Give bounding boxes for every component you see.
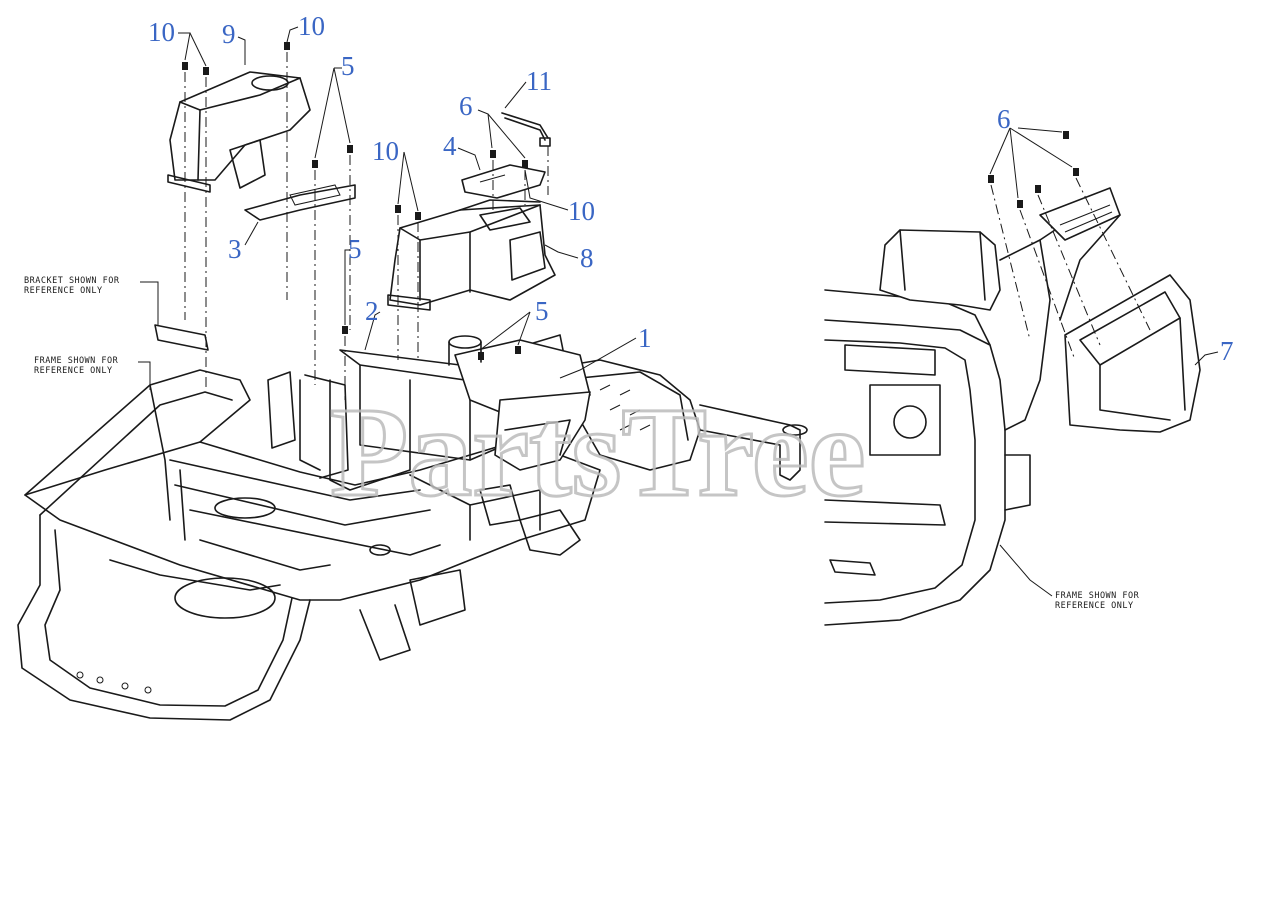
callout-4: 4 <box>443 131 457 161</box>
callout-10-a: 10 <box>148 17 175 47</box>
callout-leaders <box>178 26 1219 379</box>
left-frame <box>17 324 808 721</box>
right-view <box>824 131 1201 626</box>
callout-7: 7 <box>1220 336 1234 366</box>
callout-9: 9 <box>222 19 236 49</box>
part-4-plate <box>461 164 546 199</box>
callout-5-b: 5 <box>348 234 362 264</box>
callout-1: 1 <box>638 323 652 353</box>
callout-6-b: 6 <box>997 104 1011 134</box>
callout-3: 3 <box>228 234 242 264</box>
callout-8: 8 <box>580 243 594 273</box>
hardware <box>182 42 528 360</box>
frame-left-note-line1: FRAME SHOWN FOR <box>34 356 119 366</box>
part-1-console <box>448 335 591 471</box>
callout-5-a: 5 <box>341 51 355 81</box>
callout-5-c: 5 <box>535 296 549 326</box>
callout-11: 11 <box>526 66 552 96</box>
part-11-rod <box>501 112 551 147</box>
assembly-lines <box>184 52 549 400</box>
bracket-note-line2: REFERENCE ONLY <box>24 286 103 296</box>
callout-2: 2 <box>365 296 379 326</box>
callout-10-c: 10 <box>372 136 399 166</box>
callout-10-b: 10 <box>298 11 325 41</box>
callout-10-d: 10 <box>568 196 595 226</box>
bracket-note-line1: BRACKET SHOWN FOR <box>24 276 120 286</box>
callout-6-a: 6 <box>459 91 473 121</box>
frame-right-note-line1: FRAME SHOWN FOR <box>1055 591 1140 601</box>
frame-left-note-line2: REFERENCE ONLY <box>34 366 113 376</box>
watermark-text: PartsTree <box>330 381 865 523</box>
callouts: 10 9 10 5 3 10 6 11 4 10 8 5 2 5 1 6 7 <box>148 11 1234 366</box>
frame-right-note-line2: REFERENCE ONLY <box>1055 601 1134 611</box>
part-8-console <box>387 199 556 311</box>
notes: BRACKET SHOWN FOR REFERENCE ONLY FRAME S… <box>24 276 1140 611</box>
part-9-cover <box>167 71 311 193</box>
part-3-bracket <box>244 184 356 221</box>
